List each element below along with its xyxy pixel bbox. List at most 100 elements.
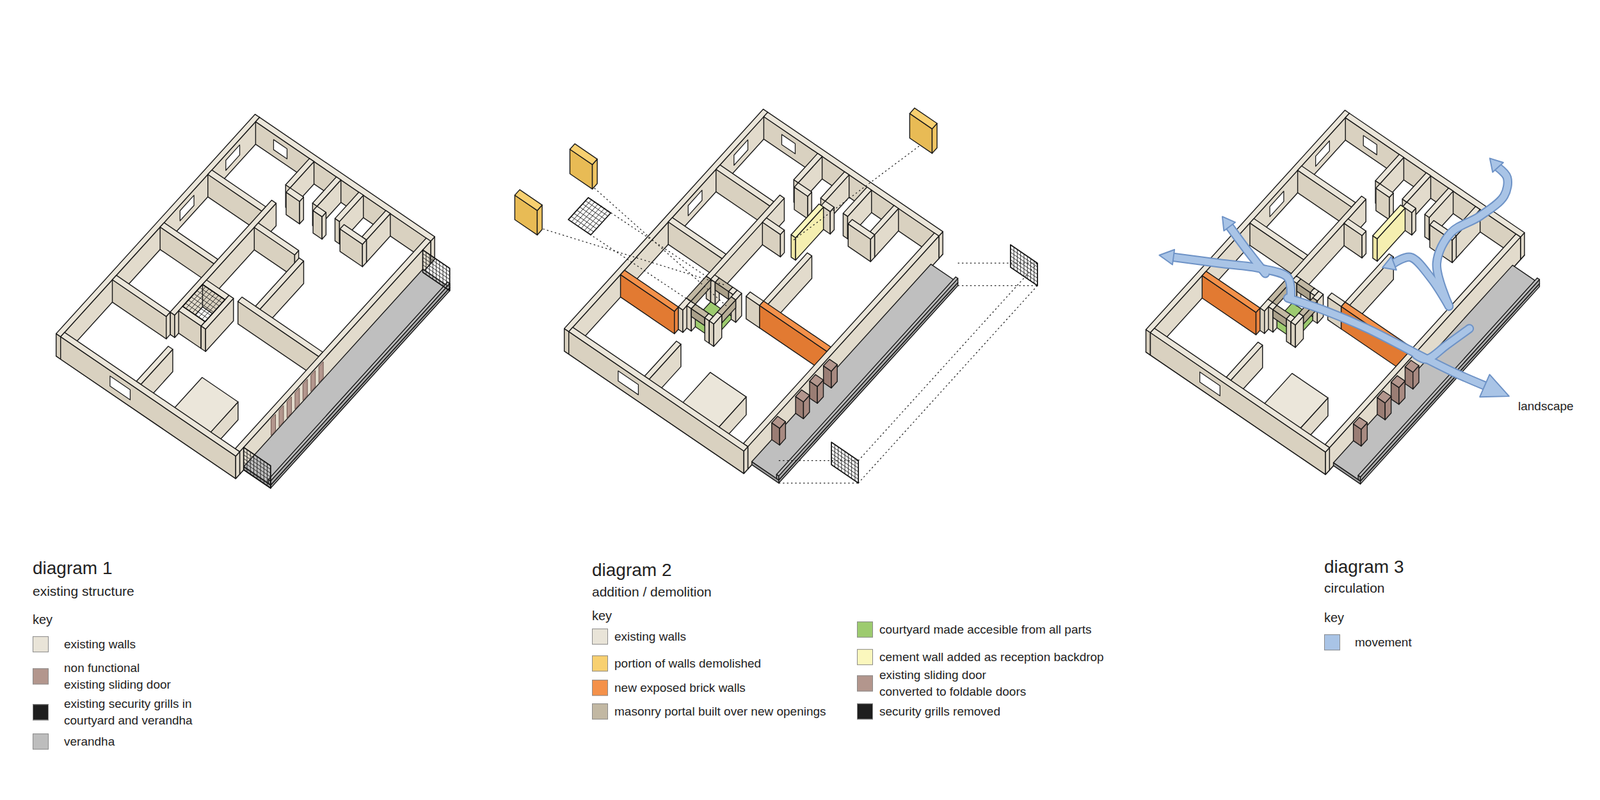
legend-swatch (592, 628, 608, 645)
wall-block (312, 206, 326, 217)
diagram-title: diagram 1 (32, 558, 113, 578)
legend-text: existing walls (64, 636, 136, 653)
diagram-title: diagram 3 (1324, 556, 1405, 577)
wall-block (1290, 312, 1304, 325)
removed-grill (1010, 256, 1038, 275)
diagram-title: diagram 2 (592, 560, 672, 580)
brown-block (1353, 417, 1368, 430)
security-grill (188, 288, 209, 311)
wall-block (820, 171, 849, 201)
security-grill (423, 268, 450, 288)
security-grill (423, 264, 450, 284)
legend-swatch (856, 648, 873, 665)
window-opening (273, 139, 287, 159)
security-grill (243, 458, 271, 478)
wall-block (842, 186, 872, 217)
yellow-block (909, 108, 937, 130)
removed-grill (831, 442, 859, 484)
cement-block (1372, 204, 1406, 239)
removed-grill (831, 456, 859, 476)
wall-block (1260, 307, 1265, 334)
wall-block (60, 117, 260, 360)
explode-line (858, 263, 1038, 461)
movement-path (1436, 167, 1508, 306)
label-slot: key (32, 612, 53, 628)
window-opening (1200, 371, 1221, 396)
wall-block (709, 320, 714, 347)
cement-block (791, 234, 796, 261)
removed-grill (831, 449, 859, 469)
wall-block (668, 217, 726, 259)
brown-block (809, 374, 824, 387)
ver-block (243, 269, 450, 486)
diagram-subtitle: addition / demolition (592, 584, 712, 600)
security-grill (195, 293, 216, 315)
wall-block (568, 112, 768, 354)
wall-block (704, 318, 710, 344)
legend-swatch (856, 703, 873, 720)
wall-block (286, 188, 304, 202)
movement-path (1229, 226, 1266, 274)
wall-block (644, 341, 681, 380)
wall-block (1344, 218, 1366, 236)
security-grill (182, 284, 225, 322)
security-grill (243, 447, 271, 489)
key-heading: key (592, 608, 612, 623)
wall-block (1150, 328, 1330, 452)
wall-block (716, 165, 774, 207)
wall-block (1292, 199, 1366, 303)
legend-text: existing sliding door converted to folda… (879, 666, 1035, 700)
floor-plate (564, 131, 944, 474)
legend-text: existing security grills in courtyard an… (64, 695, 208, 729)
legend-swatch (592, 679, 608, 696)
label-slot: circulation (1324, 580, 1385, 596)
window-opening (734, 139, 749, 166)
cement-block (791, 204, 824, 239)
yellow-block (514, 189, 543, 211)
diagram-subtitle: existing structure (32, 583, 135, 599)
removed-grill (571, 199, 592, 222)
window-opening (225, 144, 240, 171)
legend-item: portion of walls demolished (592, 655, 761, 672)
explode-line (590, 234, 713, 317)
movement-outline (1287, 298, 1485, 386)
sliding-door-panel (318, 361, 324, 383)
sliding-door-panel (287, 396, 292, 418)
explode-line (528, 224, 724, 285)
ver-block (268, 282, 450, 482)
window-opening (1363, 135, 1377, 155)
label-slot: diagram 2 (592, 560, 672, 581)
removed-grill (577, 204, 598, 226)
wall-block (136, 346, 173, 385)
window-opening (688, 190, 703, 216)
wall-block (710, 198, 784, 303)
legend-swatch (592, 655, 608, 672)
legend-item: cement wall added as reception backdrop (856, 648, 1104, 666)
wall-block (686, 305, 692, 332)
wall-block (1150, 113, 1350, 356)
wall-block (1145, 110, 1350, 333)
removed-grill (574, 202, 595, 224)
wall-block (568, 327, 749, 451)
legend-text: masonry portal built over new openings (614, 703, 827, 720)
legend-swatch (32, 733, 49, 750)
window-opening (1315, 140, 1330, 167)
floor-plate (1145, 132, 1525, 475)
legend-text: security grills removed (879, 703, 1001, 720)
legend-text: non functional existing sliding door (64, 659, 178, 693)
movement-arrowhead (1159, 249, 1175, 265)
legend-text: verandha (64, 733, 115, 751)
sliding-door-panel (271, 414, 276, 436)
movement-path (1287, 298, 1485, 386)
security-grill (423, 253, 450, 272)
legend-item: security grills removed (856, 703, 1001, 720)
removed-grill (581, 206, 601, 228)
legend-item: existing security grills in courtyard an… (32, 695, 208, 729)
removed-grill (1010, 259, 1038, 279)
diagram-three-drawing (1145, 110, 1540, 484)
wall-block (334, 192, 363, 222)
wall-block (112, 275, 171, 317)
wall-block (564, 109, 768, 333)
wall-block (56, 114, 260, 338)
movement-path (1173, 257, 1291, 297)
